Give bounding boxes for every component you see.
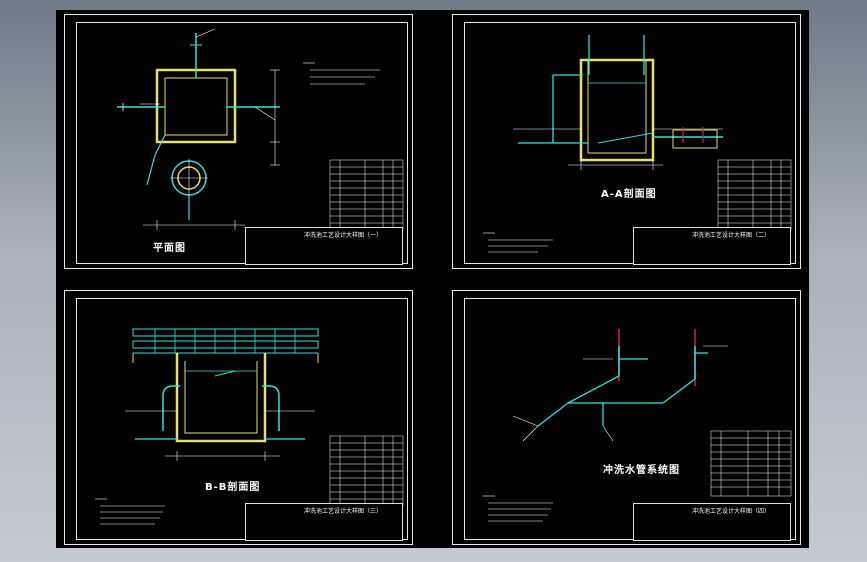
drawing-name: 冲洗池工艺设计大样图（一） — [304, 232, 383, 239]
sheet-title-plan: 平面图 — [153, 243, 186, 254]
flush-pipe-drawing — [483, 329, 792, 522]
plan-drawing — [117, 28, 404, 231]
drawing-name: 冲洗池工艺设计大样图（三） — [304, 508, 383, 515]
title-block-section-aa: 冲洗池工艺设计大样图（二） — [633, 227, 791, 265]
section-aa-drawing — [483, 35, 792, 253]
drawing-sheet-section-bb[interactable]: B-B剖面图 冲洗池工艺设计大样图（三） — [64, 290, 413, 545]
drawing-sheet-section-aa[interactable]: A-A剖面图 冲洗池工艺设计大样图（二） — [452, 14, 801, 269]
cad-workspace[interactable]: 平面图 冲洗池工艺设计大样图（一） — [56, 10, 809, 548]
sheet-title-flush-pipe: 冲洗水管系统图 — [603, 465, 680, 476]
drawing-sheet-flush-pipe[interactable]: 冲洗水管系统图 冲洗池工艺设计大样图（四） — [452, 290, 801, 545]
sheet-border — [464, 298, 796, 540]
title-block-plan: 冲洗池工艺设计大样图（一） — [245, 227, 403, 265]
sheet-title-section-bb: B-B剖面图 — [205, 482, 261, 493]
sheet-border — [76, 298, 408, 540]
sheet-title-section-aa: A-A剖面图 — [601, 189, 657, 200]
drawing-name: 冲洗池工艺设计大样图（四） — [692, 508, 771, 515]
sheet-border — [76, 22, 408, 264]
drawing-sheet-plan[interactable]: 平面图 冲洗池工艺设计大样图（一） — [64, 14, 413, 269]
sheet-border — [464, 22, 796, 264]
title-block-section-bb: 冲洗池工艺设计大样图（三） — [245, 503, 403, 541]
drawing-name: 冲洗池工艺设计大样图（二） — [692, 232, 771, 239]
title-block-flush-pipe: 冲洗池工艺设计大样图（四） — [633, 503, 791, 541]
